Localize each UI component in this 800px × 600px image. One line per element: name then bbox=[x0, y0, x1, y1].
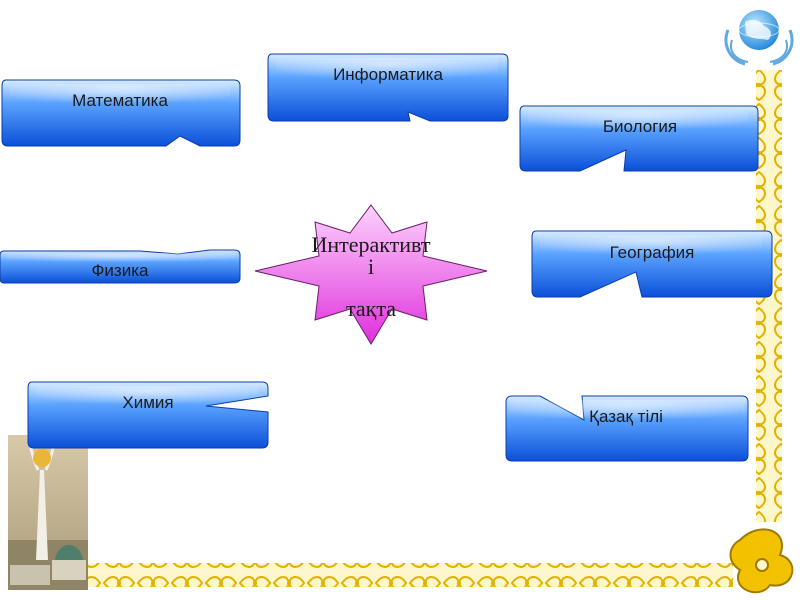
center-star-line1: Интерактивт bbox=[311, 232, 430, 257]
callout-informatics[interactable]: Информатика bbox=[267, 53, 509, 122]
center-star[interactable]: Интерактивт і тақта bbox=[254, 204, 488, 345]
callout-geography-label: География bbox=[610, 243, 695, 262]
callout-mathematics-label: Математика bbox=[72, 91, 168, 110]
callout-chemistry-label: Химия bbox=[122, 393, 173, 412]
corner-ornament-icon bbox=[729, 528, 794, 594]
callout-kazakh[interactable]: Қазақ тілі bbox=[505, 395, 749, 462]
callout-physics-label: Физика bbox=[92, 261, 150, 280]
callout-chemistry[interactable]: Химия bbox=[27, 381, 269, 449]
callout-biology-label: Биология bbox=[603, 117, 677, 136]
center-star-line3: тақта bbox=[346, 296, 396, 321]
callout-physics[interactable]: Физика bbox=[0, 249, 241, 284]
center-star-line2: і bbox=[368, 254, 374, 279]
callout-informatics-label: Информатика bbox=[333, 65, 443, 84]
callout-biology[interactable]: Биология bbox=[519, 105, 759, 172]
callout-kazakh-label: Қазақ тілі bbox=[589, 407, 663, 426]
bayterek-tower-image bbox=[8, 434, 88, 590]
callout-geography[interactable]: География bbox=[531, 230, 773, 298]
callout-mathematics[interactable]: Математика bbox=[1, 79, 241, 147]
globe-logo-icon bbox=[724, 10, 794, 66]
